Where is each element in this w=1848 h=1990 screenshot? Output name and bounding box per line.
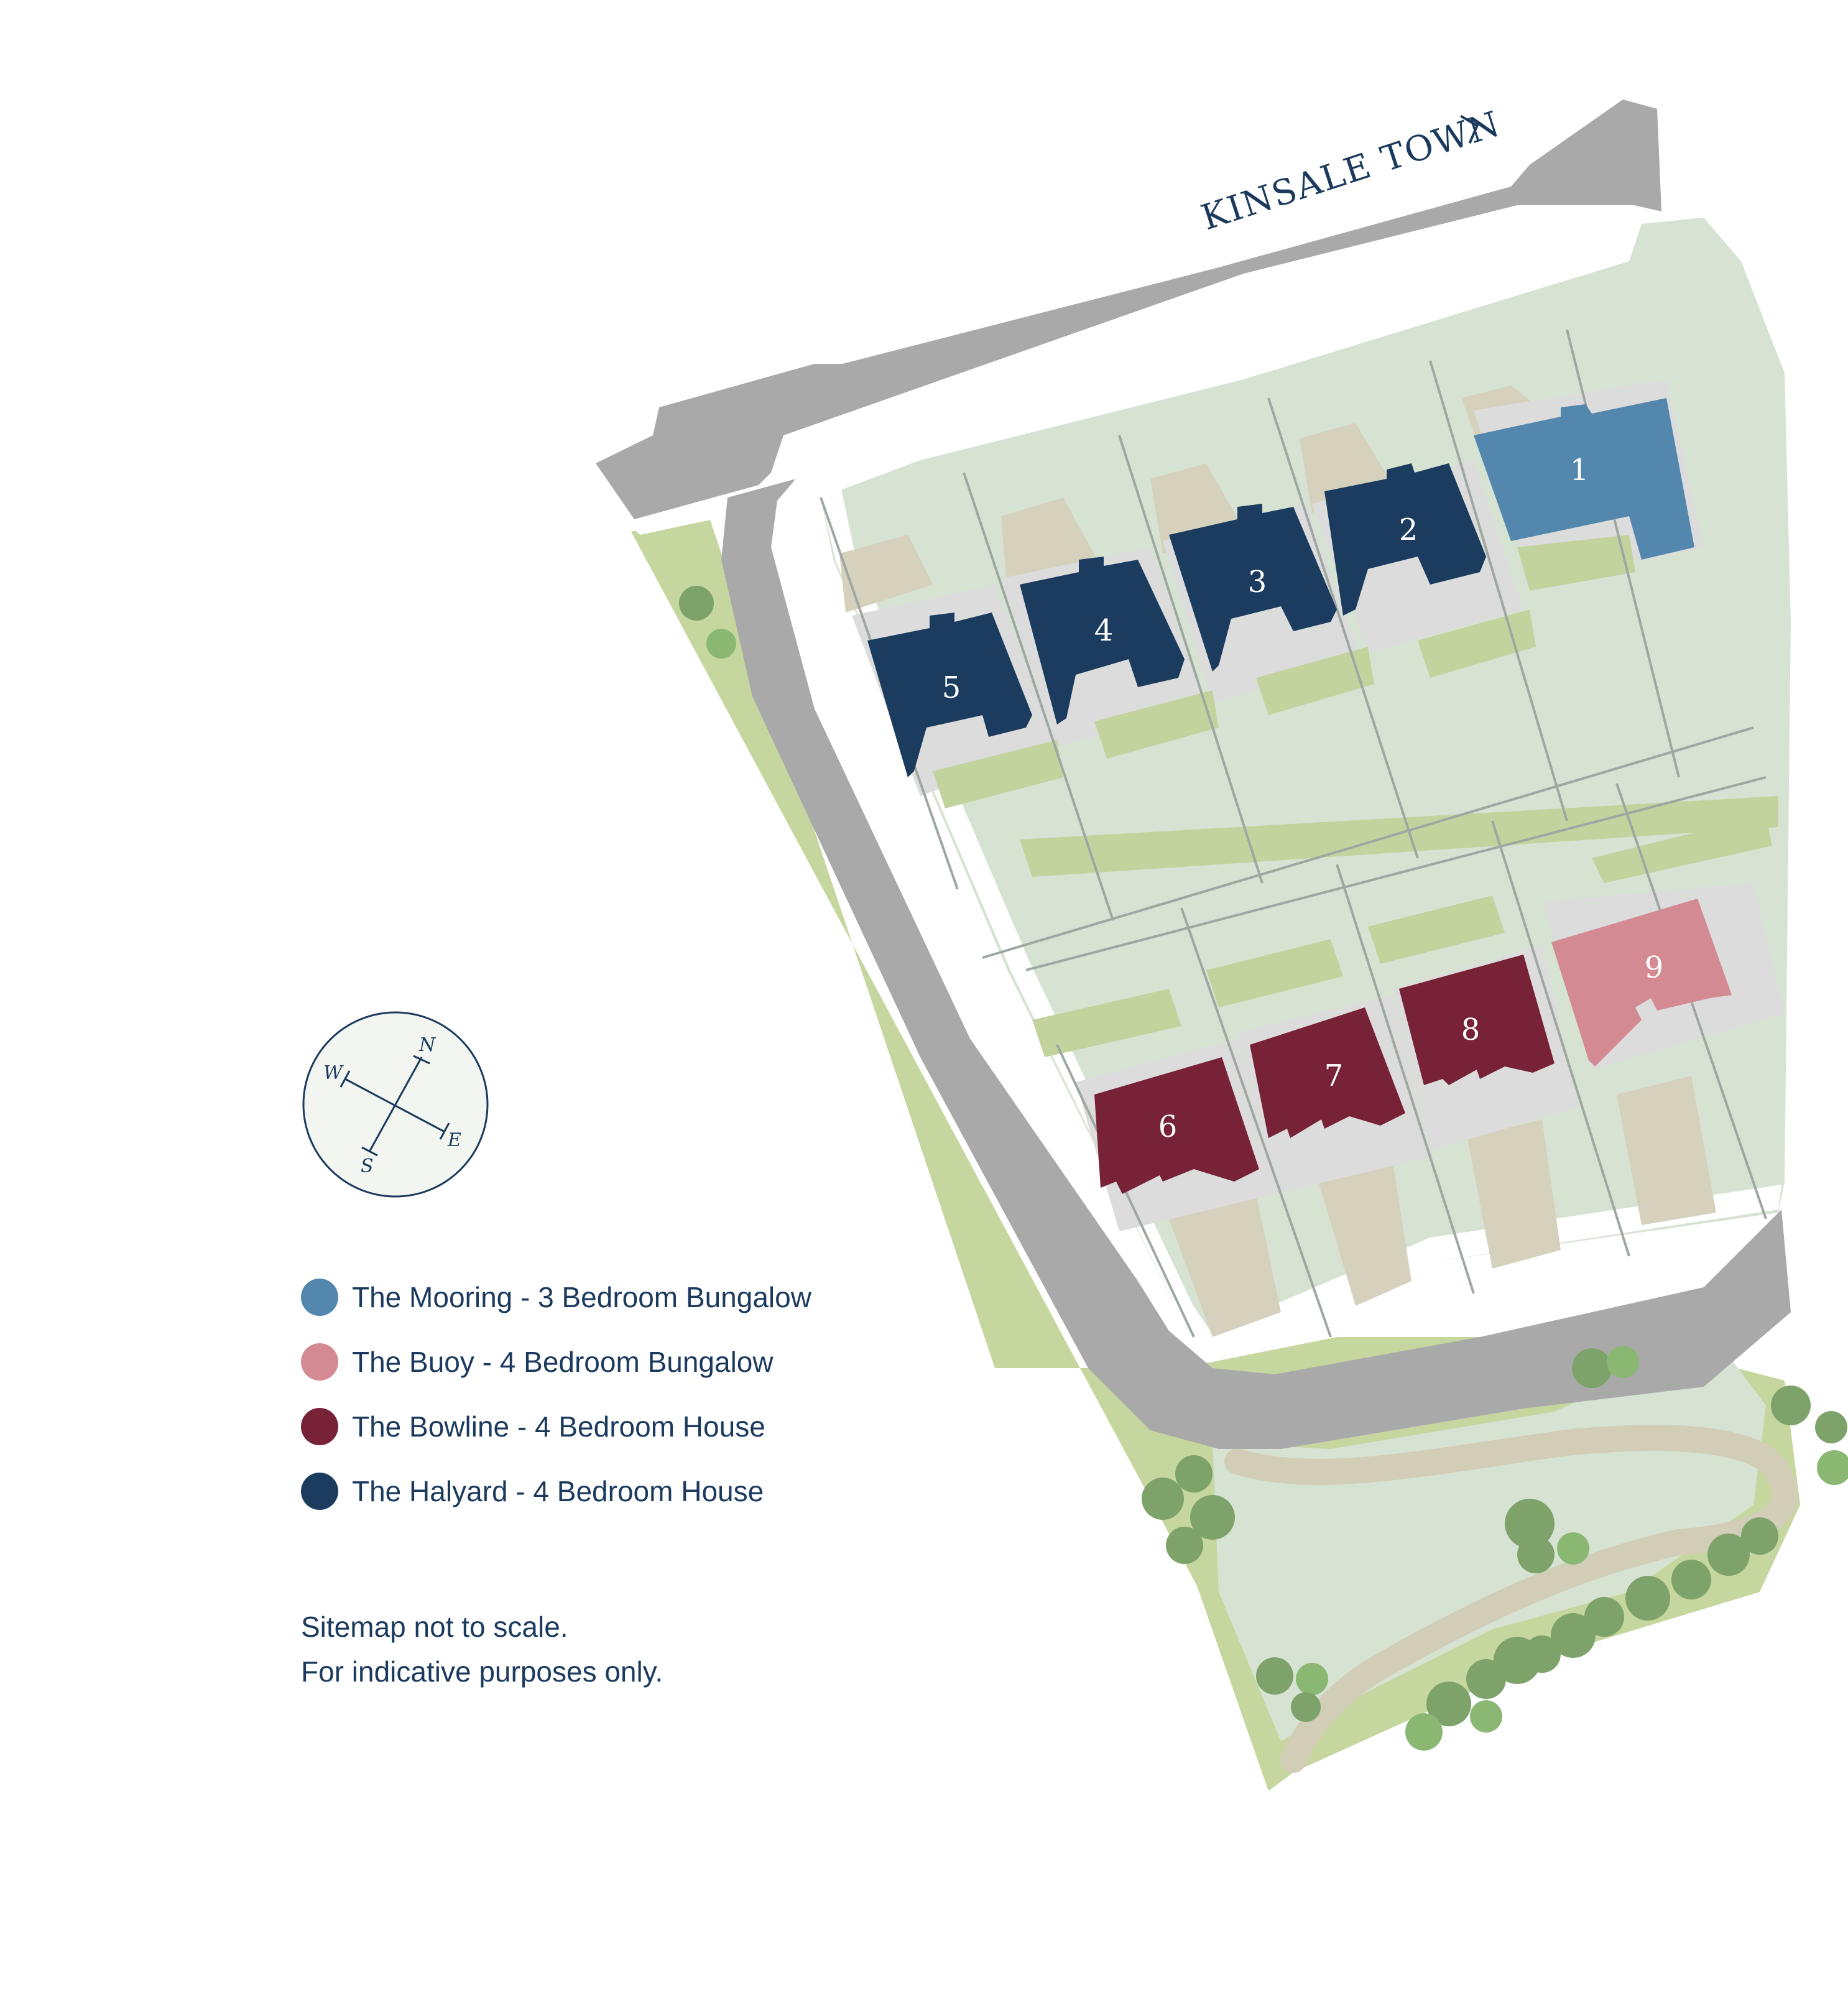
plot-boundaries [820, 329, 1767, 1338]
disclaimer: Sitemap not to scale. For indicative pur… [301, 1604, 663, 1694]
trees [679, 586, 1848, 1751]
plot-number: 9 [1645, 950, 1664, 985]
plot-number: 4 [1094, 613, 1114, 648]
house-plots-south [1094, 899, 1732, 1194]
house-plot-4 [1020, 557, 1185, 724]
footpath-north [625, 501, 721, 535]
legend-item: The Halyard - 4 Bedroom House [301, 1459, 811, 1524]
plot-number: 2 [1399, 512, 1418, 547]
estate-road [721, 479, 1791, 1449]
compass-rose: N E S W [302, 1011, 489, 1198]
legend-label: The Bowline - 4 Bedroom House [352, 1410, 765, 1443]
driveways-south [1169, 1076, 1716, 1337]
plot-number: 3 [1248, 565, 1267, 599]
legend-swatch [301, 1343, 338, 1381]
cappagh-road [596, 100, 1661, 519]
legend-item: The Bowline - 4 Bedroom House [301, 1394, 811, 1459]
house-plot-3 [1169, 504, 1337, 672]
legend-item: The Mooring - 3 Bedroom Bungalow [301, 1265, 811, 1330]
legend-swatch [301, 1408, 338, 1445]
plot-number: 5 [942, 670, 961, 705]
road-verge [799, 221, 1630, 460]
plot-number: 1 [1570, 453, 1589, 488]
plot-number: 6 [1158, 1109, 1178, 1144]
legend-item: The Buoy - 4 Bedroom Bungalow [301, 1330, 811, 1394]
house-plot-9 [1551, 899, 1732, 1067]
compass-w: W [323, 1062, 344, 1084]
hedges [933, 535, 1778, 1057]
plot-numbers: 1 2 3 4 5 6 7 8 9 [942, 453, 1664, 1144]
compass-s: S [361, 1155, 374, 1177]
house-plot-2 [1324, 463, 1486, 616]
legend: The Mooring - 3 Bedroom Bungalow The Buo… [301, 1265, 811, 1524]
legend-swatch [301, 1279, 338, 1316]
plot-number: 7 [1324, 1058, 1344, 1093]
park-path [1224, 1425, 1798, 1773]
house-plot-8 [1399, 955, 1555, 1085]
park-lawn [1213, 1356, 1766, 1741]
disclaimer-line: Sitemap not to scale. [301, 1611, 568, 1643]
legend-label: The Halyard - 4 Bedroom House [352, 1475, 764, 1507]
house-plot-5 [867, 613, 1032, 777]
disclaimer-line: For indicative purposes only. [301, 1655, 663, 1688]
legend-swatch [301, 1473, 338, 1510]
house-plots-north [867, 398, 1694, 777]
compass-e: E [447, 1129, 461, 1151]
plot-number: 8 [1461, 1012, 1481, 1047]
chevron-right-icon [1460, 114, 1479, 144]
house-plot-7 [1250, 1007, 1405, 1138]
legend-label: The Mooring - 3 Bedroom Bungalow [352, 1281, 811, 1313]
house-plot-6 [1094, 1057, 1259, 1194]
legend-label: The Buoy - 4 Bedroom Bungalow [352, 1346, 774, 1378]
house-plot-1 [1474, 398, 1694, 560]
compass-n: N [418, 1034, 437, 1056]
